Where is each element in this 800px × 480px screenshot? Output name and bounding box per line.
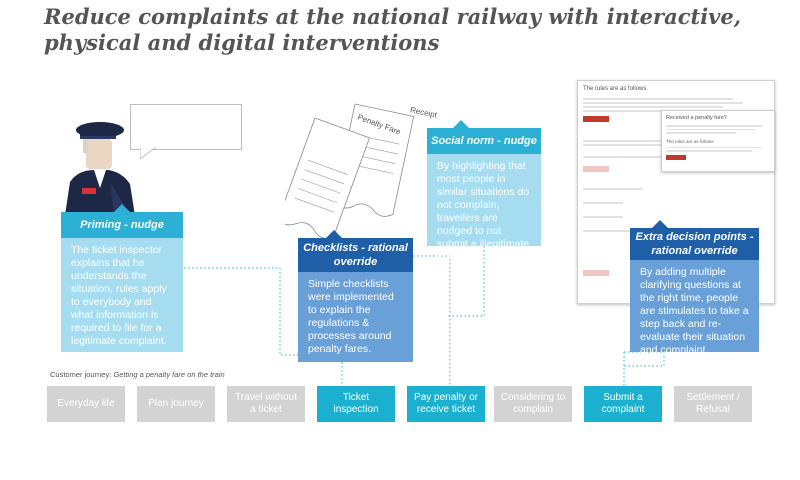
journey-step-travel-without-ticket: Travel without a ticket — [227, 386, 305, 422]
popup-title: Received a penalty fare? — [666, 115, 727, 121]
penalty-popup-screenshot: Received a penalty fare? The rules are a… — [661, 110, 775, 172]
journey-step-ticket-inspection: Ticket inspection — [317, 386, 395, 422]
penalty-fare-papers-illustration — [285, 103, 415, 239]
journey-step-submit-complaint: Submit a complaint — [584, 386, 662, 422]
customer-journey-label: Customer journey: Getting a penalty fare… — [50, 370, 225, 379]
journey-step-settlement-refusal: Settlement / Refusal — [674, 386, 752, 422]
checklists-card-body: Simple checklists were implemented to ex… — [298, 272, 413, 362]
extra-decision-card: Extra decision points - rational overrid… — [630, 220, 759, 356]
speech-bubble-tail — [140, 147, 157, 160]
extra-decision-card-title: Extra decision points - rational overrid… — [630, 228, 759, 260]
priming-card-body: The ticket inspector explains that he un… — [61, 238, 183, 352]
extra-decision-card-body: By adding multiple clarifying questions … — [630, 260, 759, 356]
extra-decision-card-notch — [652, 220, 668, 228]
priming-card-title: Priming - nudge — [61, 212, 183, 238]
checklists-card-notch — [326, 230, 342, 238]
checklists-card: Checklists - rational override Simple ch… — [298, 230, 413, 362]
journey-step-considering-complain: Considering to complain — [494, 386, 572, 422]
priming-card: Priming - nudge The ticket inspector exp… — [61, 204, 183, 352]
priming-card-notch — [114, 204, 130, 212]
journey-step-plan-journey: Plan journey — [137, 386, 215, 422]
social-norm-card-notch — [453, 120, 469, 128]
social-norm-card-title: Social norm - nudge — [427, 128, 541, 154]
journey-step-everyday-life: Everyday life — [47, 386, 125, 422]
social-norm-card-body: By highlighting that most people in simi… — [427, 154, 541, 263]
social-norm-card: Social norm - nudge By highlighting that… — [427, 120, 541, 263]
journey-step-pay-penalty: Pay penalty or receive ticket — [407, 386, 485, 422]
screenshot-title: The rules are as follows — [583, 86, 647, 92]
page-title: Reduce complaints at the national railwa… — [44, 4, 742, 55]
popup-subtitle: The rules are as follows — [666, 138, 714, 144]
speech-bubble — [130, 104, 242, 150]
checklists-card-title: Checklists - rational override — [298, 238, 413, 272]
